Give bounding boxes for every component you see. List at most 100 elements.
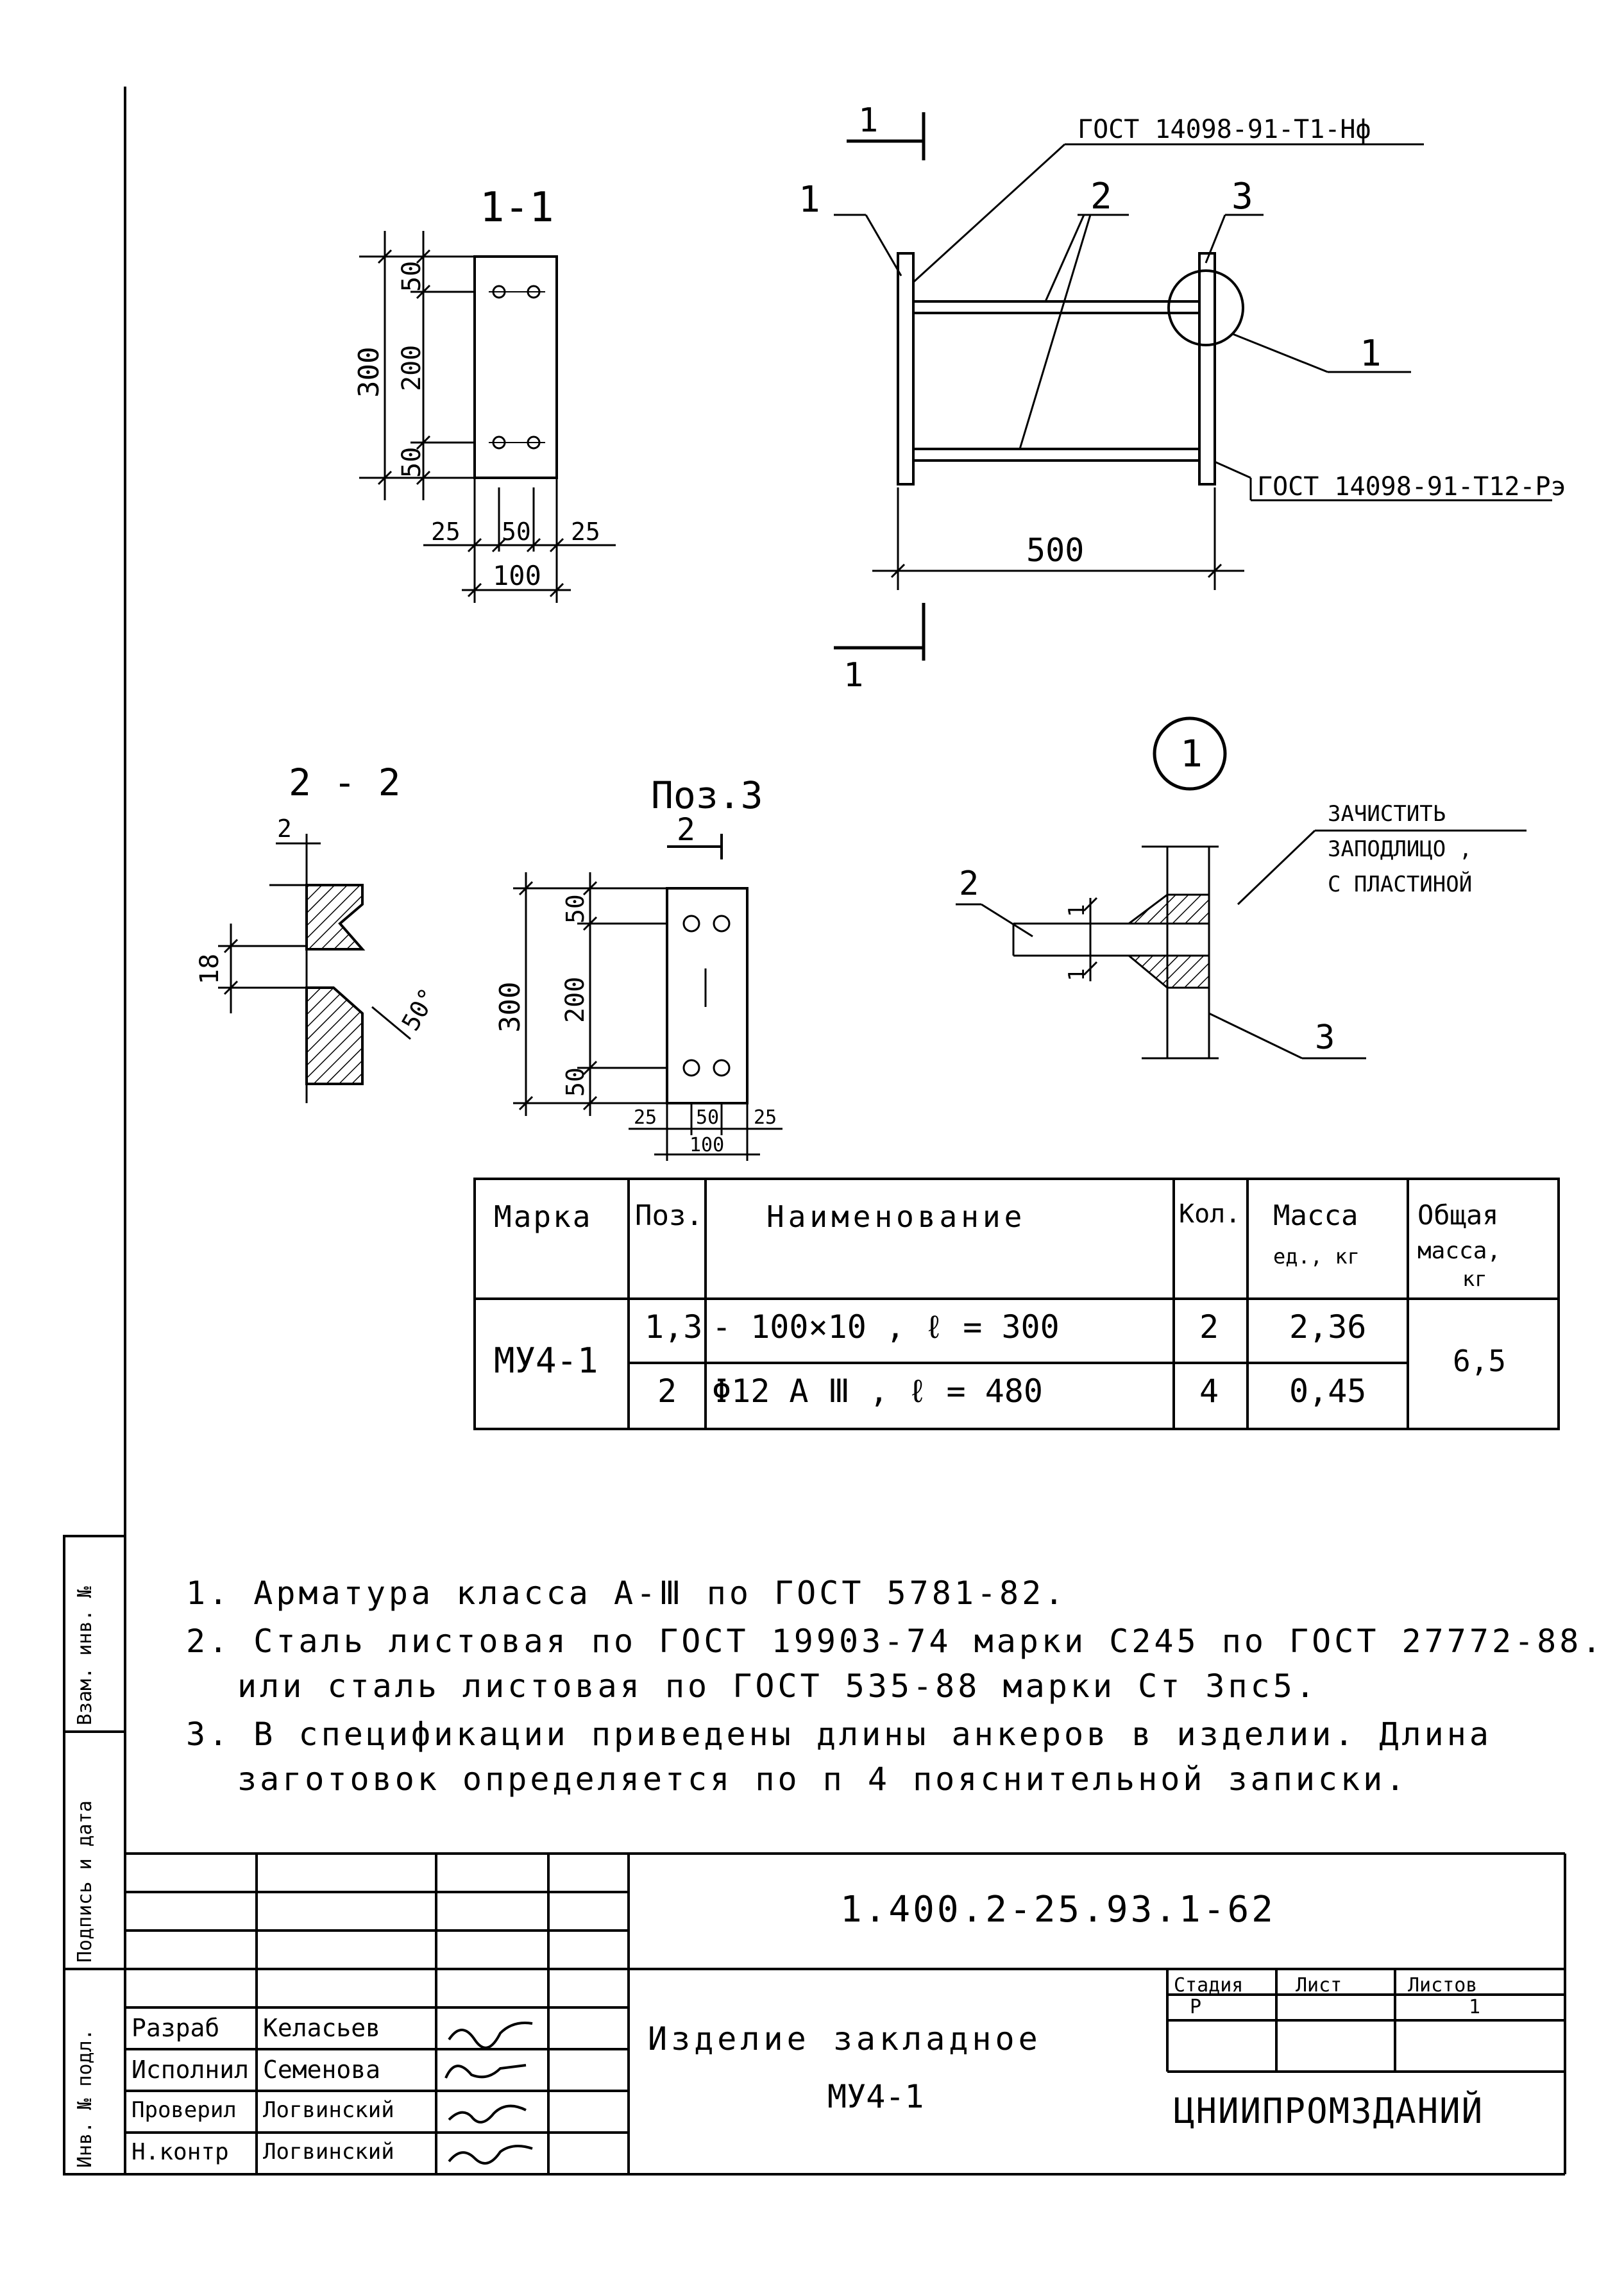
role-2: Исполнил	[131, 2056, 250, 2084]
section-mark-bottom: 1	[843, 656, 863, 695]
dim-1-1-w-total: 100	[493, 560, 541, 591]
title-block-grid	[125, 1852, 1565, 2174]
section-2-2: 2 - 2 2 18 50°	[195, 761, 443, 1103]
main-pos-3: 3	[1231, 176, 1253, 217]
th-name: Наименование	[766, 1199, 1026, 1234]
section-2-2-angle: 50°	[396, 983, 443, 1035]
stage-value: Р	[1190, 1996, 1202, 2018]
pos3-dim-w-right: 25	[754, 1106, 777, 1129]
detail-1-note-2: ЗАПОДЛИЦО ,	[1328, 836, 1472, 862]
pos3-section-mark: 2	[677, 812, 695, 848]
dim-1-1-w-left: 25	[431, 518, 461, 546]
th-mark: Марка	[494, 1199, 593, 1234]
pos3-dim-total: 300	[494, 982, 527, 1033]
row-2-qty: 4	[1199, 1373, 1219, 1410]
pos3-view: Поз.3 2	[494, 773, 782, 1161]
detail-1-pos-3: 3	[1315, 1018, 1335, 1057]
section-1-1-title: 1-1	[480, 184, 554, 232]
role-4: Н.контр	[131, 2139, 229, 2165]
detail-1: 1 ЗАЧИСТИТЬ ЗАПОДЛИЦО , С ПЛАСТИНОЙ	[956, 716, 1527, 1060]
main-detail-ref: 1	[1360, 333, 1382, 375]
pos3-dim-w-left: 25	[634, 1106, 657, 1129]
left-plate	[897, 252, 915, 486]
pos3-dim-bot: 50	[561, 1067, 589, 1097]
section-mark-top: 1	[858, 101, 878, 140]
cell-mark: МУ4-1	[494, 1340, 598, 1381]
title-line-2: МУ4-1	[827, 2078, 924, 2115]
dim-1-1-total: 300	[353, 347, 385, 398]
note-2-cont: или сталь листовая по ГОСТ 535-88 марки …	[237, 1668, 1318, 1705]
pos3-dim-w-total: 100	[689, 1134, 724, 1156]
th-mass-total-3: кг	[1462, 1267, 1487, 1291]
section-2-2-title: 2 - 2	[289, 761, 401, 804]
role-3: Проверил	[131, 2097, 237, 2123]
main-dim-500: 500	[1026, 532, 1084, 569]
side-stamp-vzam: Взам. инв. №	[74, 1586, 96, 1725]
side-stamp-podpis: Подпись и дата	[74, 1800, 96, 1963]
role-3-name: Логвинский	[263, 2097, 394, 2123]
role-1: Разраб	[131, 2014, 220, 2042]
th-mass-unit-2: ед., кг	[1273, 1244, 1360, 1269]
stage-label: Стадия	[1174, 1974, 1244, 1997]
right-plate	[1198, 252, 1216, 486]
spec-table-grid	[473, 1178, 1560, 1430]
pos3-dim-top: 50	[561, 894, 589, 924]
weld-upper	[305, 884, 366, 951]
th-mass-total-1: Общая	[1417, 1199, 1499, 1231]
sheet-frame	[124, 87, 1566, 2176]
detail-weld-upper	[1126, 893, 1210, 925]
pos3-dim-mid: 200	[561, 977, 590, 1023]
detail-weld-lower	[1126, 954, 1210, 989]
role-4-name: Логвинский	[263, 2139, 394, 2165]
detail-1-note-3: С ПЛАСТИНОЙ	[1328, 871, 1472, 897]
side-stamp-grid	[63, 1535, 126, 2176]
detail-1-note-1: ЗАЧИСТИТЬ	[1328, 801, 1446, 827]
dim-1-1-w-right: 25	[571, 518, 600, 546]
detail-1-dim-a: 1	[1064, 904, 1090, 917]
dim-1-1-w-mid: 50	[502, 518, 531, 546]
row-1-qty: 2	[1199, 1308, 1219, 1346]
note-3-cont: заготовок определяется по п 4 пояснитель…	[237, 1761, 1408, 1798]
row-2-mass: 0,45	[1289, 1373, 1367, 1410]
cell-total-mass: 6,5	[1453, 1344, 1507, 1378]
th-qty: Кол.	[1179, 1199, 1241, 1229]
plate-1-1	[473, 255, 558, 479]
row-2-pos: 2	[657, 1373, 677, 1410]
note-1: 1. Арматура класса А-Ⅲ по ГОСТ 5781-82.	[186, 1575, 1067, 1612]
title-line-1: Изделие закладное	[648, 2020, 1042, 2058]
role-2-name: Семенова	[263, 2056, 381, 2084]
note-3: 3. В спецификации приведены длины анкеро…	[186, 1716, 1492, 1753]
detail-1-pos-2: 2	[959, 865, 979, 903]
pos3-plate	[666, 887, 749, 1104]
dim-1-1-bot: 50	[397, 447, 427, 478]
org-name: ЦНИИПРОМЗДАНИЙ	[1174, 2091, 1484, 2131]
detail-1-circle	[1153, 716, 1227, 791]
main-pos-1: 1	[799, 179, 820, 221]
main-view: 1 1	[799, 101, 1566, 695]
main-callout-top: ГОСТ 14098-91-Т1-Нф	[1078, 115, 1371, 144]
sheets-label: Листов	[1408, 1974, 1478, 1997]
doc-code: 1.400.2-25.93.1-62	[840, 1889, 1276, 1931]
sheet-label: Лист	[1296, 1974, 1342, 1997]
detail-1-circle-label: 1	[1180, 732, 1203, 775]
main-pos-2: 2	[1090, 176, 1112, 217]
th-mass-total-2: масса,	[1417, 1238, 1501, 1264]
th-pos: Поз.	[635, 1199, 703, 1232]
section-2-2-dim-gap: 18	[195, 954, 224, 984]
detail-1-dim-b: 1	[1064, 968, 1090, 981]
row-2-name: Φ12 А Ⅲ , ℓ = 480	[712, 1373, 1044, 1410]
row-1-pos: 1,3	[645, 1308, 703, 1346]
role-1-name: Келасьев	[263, 2014, 381, 2042]
sheets-value: 1	[1469, 1996, 1481, 2018]
dim-1-1-mid: 200	[397, 345, 427, 391]
side-stamp-inv: Инв. № подл.	[74, 2029, 96, 2168]
row-1-name: - 100×10 , ℓ = 300	[712, 1308, 1060, 1346]
pos3-dim-w-mid: 50	[696, 1106, 719, 1129]
row-1-mass: 2,36	[1289, 1308, 1367, 1346]
pos3-title: Поз.3	[651, 773, 763, 817]
section-2-2-dim-small: 2	[277, 815, 292, 843]
main-callout-bottom: ГОСТ 14098-91-Т12-Рэ	[1257, 472, 1566, 502]
dim-1-1-top: 50	[397, 261, 427, 292]
weld-lower	[305, 986, 364, 1085]
